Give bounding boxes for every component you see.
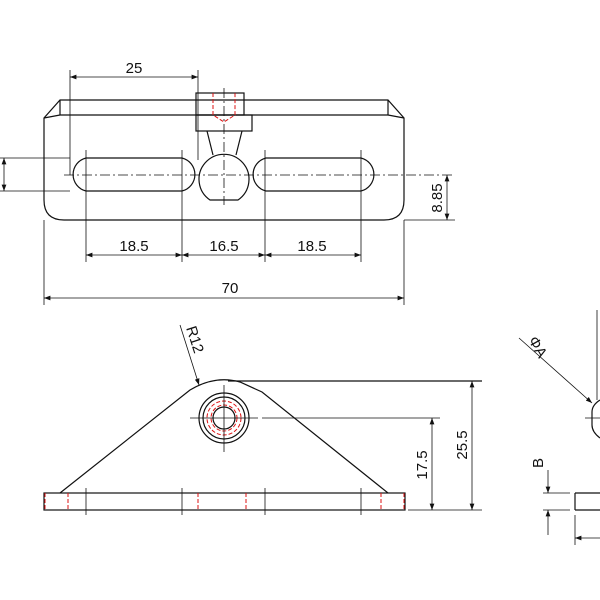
dim-70: 70 [222, 280, 239, 297]
dim-25: 25 [126, 60, 143, 77]
end-view: ΦA B [518, 310, 600, 545]
dim-25-5: 25.5 [454, 430, 471, 459]
top-view: 25 18.5 16.5 18.5 70 8.85 [0, 60, 455, 305]
dim-17-5: 17.5 [414, 450, 431, 479]
dim-18-5-left: 18.5 [119, 238, 148, 255]
radius-r12: R12 [182, 324, 207, 355]
dim-16-5: 16.5 [209, 238, 238, 255]
diameter-a: ΦA [525, 334, 551, 362]
side-view: R12 25.5 17.5 [43, 324, 482, 515]
dim-18-5-right: 18.5 [297, 238, 326, 255]
thickness-b: B [530, 458, 547, 468]
dim-8-85: 8.85 [429, 183, 446, 212]
